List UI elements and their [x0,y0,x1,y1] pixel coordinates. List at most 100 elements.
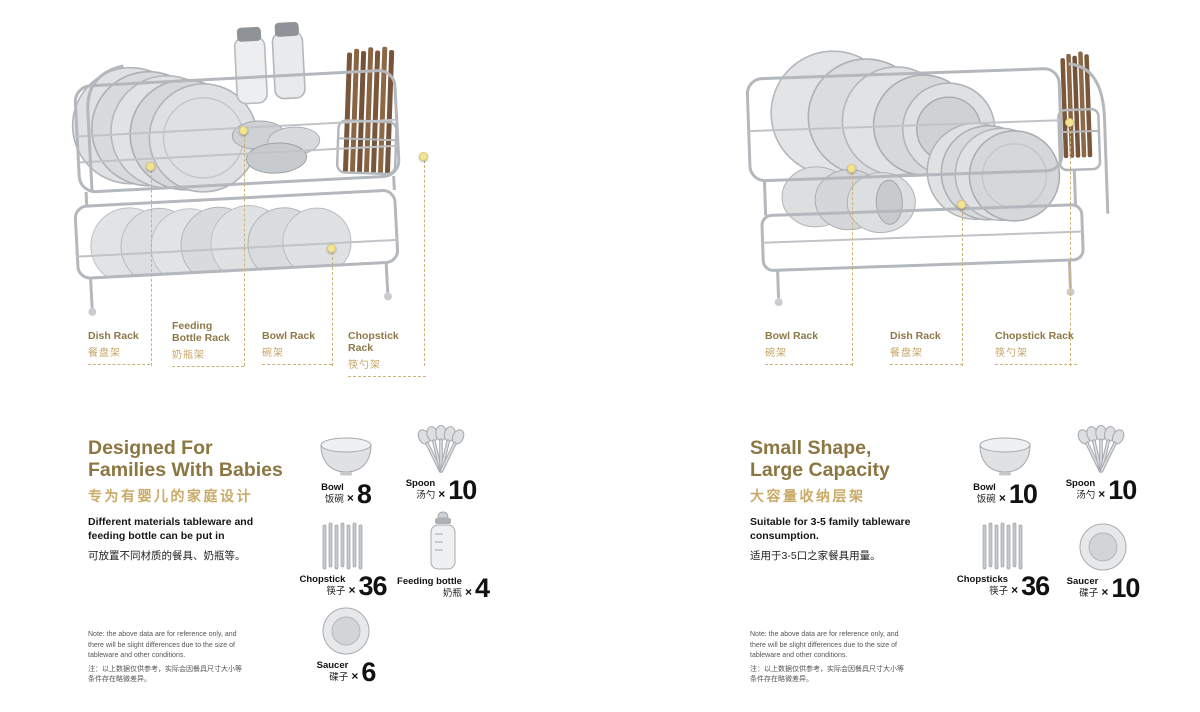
rack-label-chopstick-rack: Chopstick Rack 筷勺架 [995,330,1077,366]
times-symbol: × [464,584,472,599]
times-symbol: × [351,668,359,683]
times-symbol: × [346,490,354,505]
disclaimer-note: Note: the above data are for reference o… [750,630,910,686]
rack-label-en: Dish Rack [890,330,941,342]
stat-count: 36 [358,571,387,602]
rack-label-feeding-bottle-rack: Feeding Bottle Rack 奶瓶架 [172,320,244,368]
callout-line-bowl-rack [852,172,853,366]
rack-illustration-two-tier-compact [730,15,1120,315]
stat-feeding-bottle: Feeding bottle 奶瓶 × 4 [390,508,496,604]
callout-line-chopstick-rack [424,160,425,366]
panel-description-en: Suitable for 3-5 family tableware consum… [750,516,911,542]
disclaimer-note-en: Note: the above data are for reference o… [750,631,899,659]
bowl-icon [952,428,1058,478]
stat-label-zh: 筷子 [326,585,346,597]
callout-dot-chopstick-rack [1065,118,1074,127]
stat-saucer: Saucer 碟子 × 10 [1050,522,1156,604]
saucer-icon [1050,522,1156,572]
panel-families-with-babies: Dish Rack 餐盘架 Feeding Bottle Rack 奶瓶架 Bo… [55,8,496,686]
callout-line-bowl-rack [332,252,333,366]
stat-label-zh: 碟子 [1079,587,1099,599]
stat-label-en: Chopsticks [956,574,1009,585]
stat-label-en: Chopstick [299,574,346,585]
panel-description-zh: 适用于3-5口之家餐具用量。 [750,550,881,562]
rack-label-dish-rack: Dish Rack 餐盘架 [890,330,963,366]
rack-label-en: Dish Rack [88,330,139,342]
rack-label-dish-rack: Dish Rack 餐盘架 [88,330,150,366]
times-symbol: × [1101,584,1109,599]
callout-dot-bowl-rack [847,164,856,173]
rack-label-zh: 筷勺架 [348,360,381,372]
callout-dot-dish-rack [146,162,155,171]
times-symbol: × [1098,486,1106,501]
times-symbol: × [438,486,446,501]
callout-line-feeding-bottle-rack [244,134,245,366]
callout-line-dish-rack [962,208,963,366]
panel-title-line1: Designed For [88,437,213,459]
rack-label-zh: 奶瓶架 [172,350,205,362]
stat-label-zh: 奶瓶 [442,587,462,599]
disclaimer-note: Note: the above data are for reference o… [88,630,248,686]
rack-label-en: Chopstick Rack [348,330,399,355]
spoon-icon [388,424,494,474]
rack-label-bowl-rack: Bowl Rack 碗架 [765,330,853,366]
times-symbol: × [1011,582,1019,597]
rack-label-zh: 碗架 [765,348,787,360]
stat-label-zh: 饭碗 [976,493,996,505]
panel-description-en: Different materials tableware and feedin… [88,516,254,542]
stat-saucer: Saucer 碟子 × 6 [293,606,399,685]
stat-label-en: Spoon [405,478,436,489]
stat-label-zh: 汤勺 [416,489,436,501]
stat-label-zh: 汤勺 [1076,489,1096,501]
stat-count: 10 [1111,573,1140,604]
callout-dot-chopstick-rack [419,152,428,161]
saucer-icon [293,606,399,656]
stat-bowl: Bowl 饭碗 × 8 [293,428,399,510]
stat-count: 10 [448,475,477,506]
spoon-icon [1048,424,1154,474]
callout-dot-dish-rack [957,200,966,209]
stat-count: 4 [474,573,490,604]
chopstick-icon [950,520,1056,570]
disclaimer-note-en: Note: the above data are for reference o… [88,631,237,659]
callout-dot-feeding-bottle-rack [239,126,248,135]
panel-subtitle-zh: 专为有婴儿的家庭设计 [88,488,253,504]
disclaimer-note-zh: 注：以上数据仅供参考，实际会因餐具尺寸大小等条件存在略微差异。 [88,665,242,684]
rack-label-zh: 餐盘架 [890,348,923,360]
stat-spoon: Spoon 汤勺 × 10 [388,424,494,506]
callout-dot-bowl-rack [327,244,336,253]
stat-count: 8 [356,479,372,510]
rack-label-zh: 碗架 [262,348,284,360]
panel-title: Designed For Families With Babies [88,437,283,482]
rack-label-en: Bowl Rack [765,330,819,342]
chopstick-icon [290,520,396,570]
panel-description-zh: 可放置不同材质的餐具、奶瓶等。 [88,550,246,562]
stat-label-en: Bowl [321,482,344,493]
disclaimer-note-zh: 注：以上数据仅供参考，实际会因餐具尺寸大小等条件存在略微差异。 [750,665,904,684]
callout-line-dish-rack [151,170,152,366]
stat-count: 10 [1008,479,1038,510]
panel-small-shape-large-capacity: Bowl Rack 碗架 Dish Rack 餐盘架 Chopstick Rac… [600,0,1200,712]
stat-label-en: Spoon [1065,478,1096,489]
panel-title: Small Shape, Large Capacity [750,437,890,482]
stat-count: 10 [1108,475,1137,506]
rack-illustration-two-tier-with-bottles [55,8,425,318]
panel-title-line2: Large Capacity [750,458,890,481]
stat-label-en: Saucer [316,660,349,671]
rack-label-en: Bowl Rack [262,330,316,342]
stat-spoon: Spoon 汤勺 × 10 [1048,424,1154,506]
stat-label-en: Feeding bottle [397,576,462,587]
stat-label-zh: 碟子 [329,671,349,683]
stat-bowl: Bowl 饭碗 × 10 [952,428,1058,510]
rack-label-en: Feeding Bottle Rack [172,320,230,345]
panel-title-line2: Families With Babies [88,458,283,481]
stat-label-en: Saucer [1066,576,1099,587]
rack-label-zh: 筷勺架 [995,348,1028,360]
callout-line-chopstick-rack [1070,126,1071,366]
times-symbol: × [998,490,1006,505]
rack-label-chopstick-rack: Chopstick Rack 筷勺架 [348,330,426,378]
stat-label-en: Bowl [973,482,996,493]
stat-count: 36 [1021,571,1050,602]
stat-label-zh: 筷子 [989,585,1009,597]
